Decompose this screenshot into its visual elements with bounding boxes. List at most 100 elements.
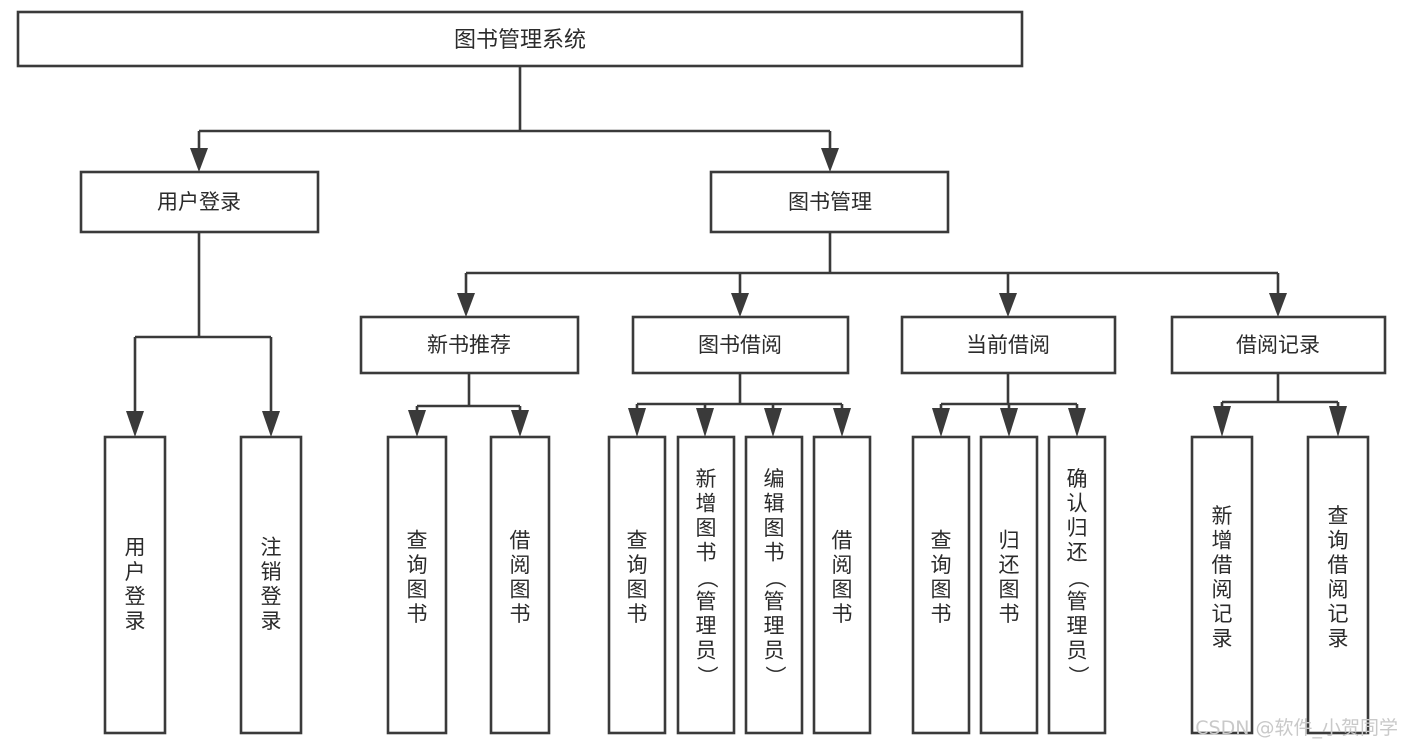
vertical-char: 书 — [510, 602, 531, 626]
vertical-char: 图 — [832, 577, 853, 601]
vertical-char: 录 — [1212, 626, 1233, 650]
leaf-borrow-query-box[interactable] — [607, 435, 667, 735]
arrow-borrow-l4 — [833, 408, 851, 437]
vertical-char: 用 — [125, 535, 146, 559]
vertical-char: 记 — [1212, 602, 1233, 626]
arrow-mgmt-g2 — [731, 293, 749, 317]
vertical-char: ） — [1066, 666, 1090, 687]
leaf-current-query-box[interactable] — [911, 435, 971, 735]
node-current-borrow-box[interactable] — [900, 315, 1117, 375]
vertical-char: 询 — [407, 553, 428, 577]
arrow-mgmt-g1 — [457, 293, 475, 317]
vertical-char: 图 — [696, 516, 717, 540]
arrow-root-to-user — [190, 148, 208, 172]
leaf-current-return-box[interactable] — [979, 435, 1039, 735]
leaf-newbook-query-box[interactable] — [386, 435, 448, 735]
leaf-record-query-box[interactable] — [1306, 435, 1370, 735]
vertical-char: 书 — [999, 602, 1020, 626]
vertical-char: 查 — [407, 528, 428, 552]
leaf-borrow-edit-box[interactable] — [744, 435, 804, 735]
node-book-management-box[interactable] — [709, 170, 950, 234]
vertical-char: 询 — [627, 553, 648, 577]
node-new-book-recommend[interactable]: 新书推荐 — [359, 315, 580, 375]
vertical-char: 借 — [510, 528, 531, 552]
node-root-box[interactable] — [16, 10, 1024, 68]
vertical-char: 销 — [261, 560, 282, 584]
vertical-char: 新 — [696, 467, 717, 491]
vertical-char: 图 — [407, 577, 428, 601]
node-new-book-recommend-label: 新书推荐 — [427, 333, 511, 357]
vertical-char: 图 — [999, 577, 1020, 601]
leaf-borrow-book-box[interactable] — [812, 435, 872, 735]
vertical-char: （ — [763, 568, 787, 589]
node-user-login-box[interactable] — [79, 170, 320, 234]
arrow-record-l1 — [1213, 406, 1231, 437]
leaf-record-add-box[interactable] — [1190, 435, 1254, 735]
leaf-user-login[interactable]: 用户登录 — [103, 435, 167, 735]
arrow-borrow-l3 — [764, 408, 782, 437]
arrow-mgmt-g4 — [1269, 293, 1287, 317]
vertical-char: 登 — [261, 584, 282, 608]
vertical-char: 图 — [510, 577, 531, 601]
vertical-char: 还 — [1067, 541, 1088, 565]
arrow-current-l2 — [1000, 408, 1018, 437]
node-user-login[interactable]: 用户登录 — [79, 170, 320, 234]
node-root-label: 图书管理系统 — [454, 28, 586, 53]
vertical-char: 书 — [832, 602, 853, 626]
leaf-newbook-borrow-box[interactable] — [489, 435, 551, 735]
leaf-user-login-box[interactable] — [103, 435, 167, 735]
vertical-char: 书 — [627, 602, 648, 626]
vertical-char: 理 — [1067, 614, 1088, 638]
node-borrow-record-label: 借阅记录 — [1236, 333, 1320, 357]
arrow-current-l1 — [932, 408, 950, 437]
node-book-management[interactable]: 图书管理 — [709, 170, 950, 234]
vertical-char: 阅 — [510, 553, 531, 577]
vertical-char: 户 — [125, 560, 146, 584]
vertical-char: 新 — [1212, 504, 1233, 528]
vertical-char: ） — [695, 666, 719, 687]
node-borrow-record-box[interactable] — [1170, 315, 1387, 375]
node-borrow-record[interactable]: 借阅记录 — [1170, 315, 1387, 375]
node-book-borrow-label: 图书借阅 — [698, 333, 782, 357]
vertical-char: 理 — [764, 614, 785, 638]
vertical-char: 员 — [764, 639, 785, 663]
vertical-char: 查 — [1328, 504, 1349, 528]
leaf-logout-box[interactable] — [239, 435, 303, 735]
arrow-mgmt-g3 — [999, 293, 1017, 317]
node-current-borrow[interactable]: 当前借阅 — [900, 315, 1117, 375]
node-book-borrow[interactable]: 图书借阅 — [631, 315, 850, 375]
vertical-char: 录 — [261, 609, 282, 633]
leaf-user-login-label: 用户登录 — [125, 535, 146, 633]
leaf-current-confirm-box[interactable] — [1047, 435, 1107, 735]
node-new-book-recommend-box[interactable] — [359, 315, 580, 375]
vertical-char: 借 — [1328, 553, 1349, 577]
node-root[interactable]: 图书管理系统 — [16, 10, 1024, 68]
node-book-borrow-box[interactable] — [631, 315, 850, 375]
vertical-char: 登 — [125, 584, 146, 608]
vertical-char: 确 — [1067, 467, 1088, 491]
vertical-char: 增 — [1212, 528, 1233, 552]
vertical-char: 阅 — [832, 553, 853, 577]
edge-layer — [126, 66, 1347, 437]
vertical-char: ） — [763, 666, 787, 687]
vertical-char: 管 — [1067, 590, 1088, 614]
vertical-char: 编 — [764, 467, 785, 491]
leaf-borrow-add-box[interactable] — [676, 435, 736, 735]
